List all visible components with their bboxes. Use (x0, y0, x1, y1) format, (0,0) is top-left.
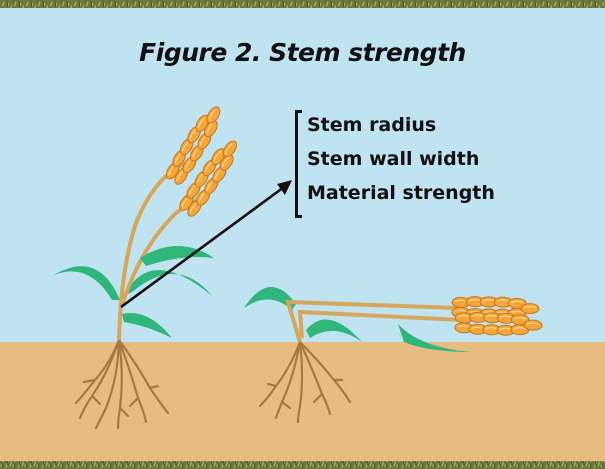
lodged-plant-leaf-lower (306, 319, 362, 342)
lodged-wheat-plant (244, 287, 542, 422)
lodged-wheat-head-2 (455, 311, 543, 336)
diagram-panel: Figure 2. Stem strength Stem radius Stem… (0, 8, 605, 461)
factor-stem-wall-width: Stem wall width (307, 148, 479, 170)
factor-material-strength: Material strength (307, 182, 495, 204)
standing-plant-roots (76, 340, 168, 428)
standing-wheat-plant (52, 102, 244, 428)
standing-plant-leaf-lower (122, 313, 172, 338)
standing-plant-leaf-upper (140, 246, 214, 266)
lodged-plant-roots (260, 342, 350, 422)
factor-stem-radius: Stem radius (307, 114, 436, 136)
plants-illustration (0, 8, 605, 461)
figure-title: Figure 2. Stem strength (0, 38, 605, 67)
factor-bracket (295, 110, 302, 218)
standing-plant-leaf-left (52, 266, 120, 300)
lodged-plant-stem-1 (288, 302, 458, 342)
